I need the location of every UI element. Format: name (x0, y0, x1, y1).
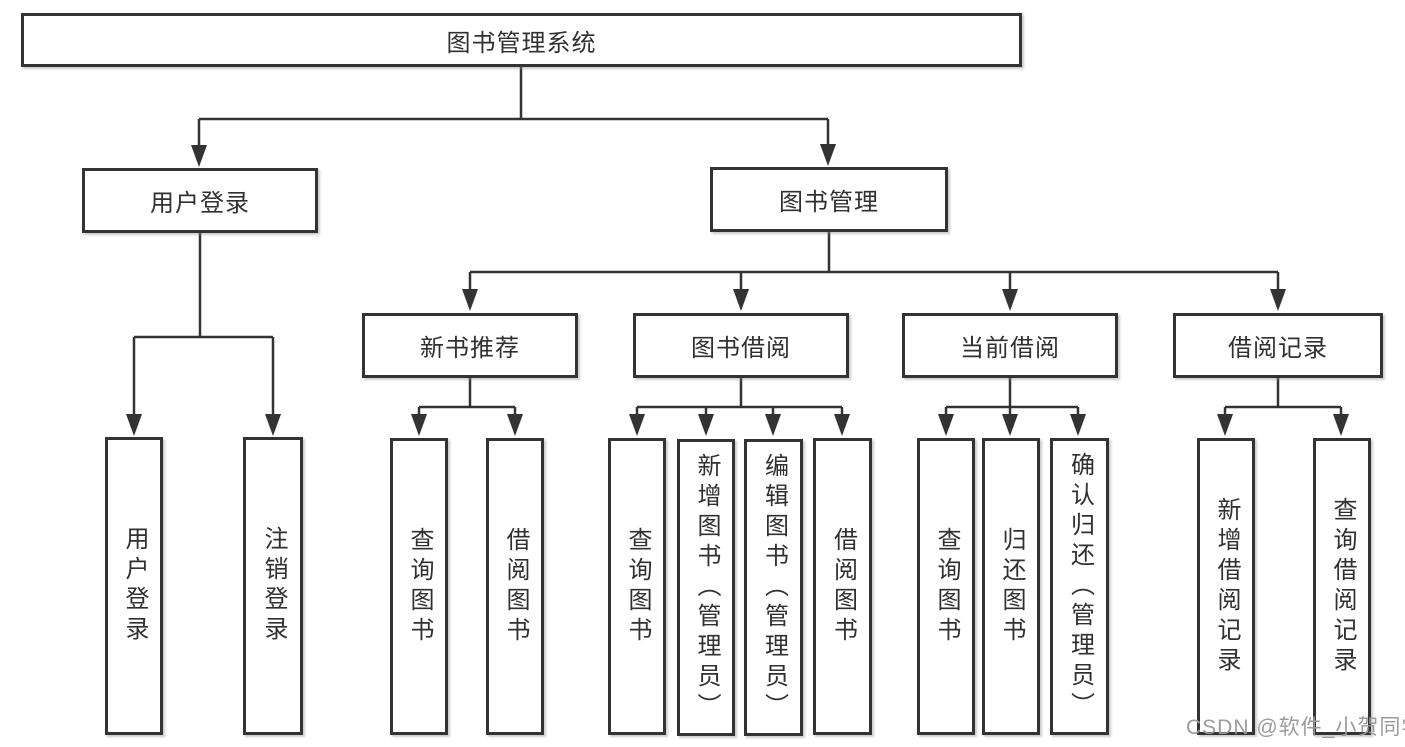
node-book-borrow-label: 图书借阅 (691, 335, 791, 362)
node-user-login: 用户登录 (82, 168, 318, 233)
leaf-add-borrow-record-label: 新增借阅记录 (1213, 496, 1240, 677)
node-user-login-label: 用户登录 (150, 190, 250, 217)
leaf-return-book-label: 归还图书 (998, 526, 1025, 647)
node-new-book-recommend-label: 新书推荐 (420, 335, 520, 362)
leaf-recommend-borrow-books: 借阅图书 (486, 438, 544, 735)
leaf-recommend-borrow-books-label: 借阅图书 (502, 526, 529, 647)
leaf-current-query-books-label: 查询图书 (933, 526, 960, 647)
leaf-recommend-query-books: 查询图书 (390, 438, 448, 735)
watermark: CSDN @软件_小贺同学 (1186, 716, 1405, 739)
leaf-add-borrow-record: 新增借阅记录 (1197, 438, 1255, 735)
leaf-return-book: 归还图书 (982, 438, 1040, 735)
leaf-user-login: 用户登录 (105, 437, 163, 735)
node-book-management: 图书管理 (710, 167, 948, 232)
node-current-borrow: 当前借阅 (902, 313, 1118, 378)
leaf-logout: 注销登录 (243, 437, 303, 735)
leaf-borrow-query-books: 查询图书 (608, 438, 666, 735)
node-new-book-recommend: 新书推荐 (362, 313, 578, 378)
leaf-confirm-return-admin: 确认归还（管理员） (1050, 438, 1109, 735)
leaf-edit-book-admin-label: 编辑图书（管理员） (760, 452, 788, 723)
node-root: 图书管理系统 (21, 13, 1022, 67)
leaf-user-login-label: 用户登录 (121, 526, 148, 646)
leaf-logout-label: 注销登录 (260, 526, 287, 646)
leaf-add-book-admin: 新增图书（管理员） (677, 439, 735, 736)
node-borrow-records-label: 借阅记录 (1228, 335, 1328, 362)
node-book-management-label: 图书管理 (779, 189, 879, 216)
leaf-borrow-book-label: 借阅图书 (829, 526, 857, 647)
leaf-add-book-admin-label: 新增图书（管理员） (693, 452, 720, 723)
leaf-edit-book-admin: 编辑图书（管理员） (744, 439, 803, 736)
node-borrow-records: 借阅记录 (1173, 313, 1383, 378)
node-root-label: 图书管理系统 (446, 29, 597, 57)
leaf-query-borrow-record: 查询借阅记录 (1313, 438, 1371, 735)
node-current-borrow-label: 当前借阅 (960, 335, 1060, 362)
leaf-recommend-query-books-label: 查询图书 (406, 526, 433, 647)
leaf-confirm-return-admin-label: 确认归还（管理员） (1066, 451, 1094, 722)
leaf-borrow-book: 借阅图书 (813, 438, 872, 735)
leaf-current-query-books: 查询图书 (917, 438, 975, 735)
node-book-borrow: 图书借阅 (633, 313, 849, 378)
leaf-borrow-query-books-label: 查询图书 (624, 526, 651, 647)
leaf-query-borrow-record-label: 查询借阅记录 (1329, 496, 1356, 677)
